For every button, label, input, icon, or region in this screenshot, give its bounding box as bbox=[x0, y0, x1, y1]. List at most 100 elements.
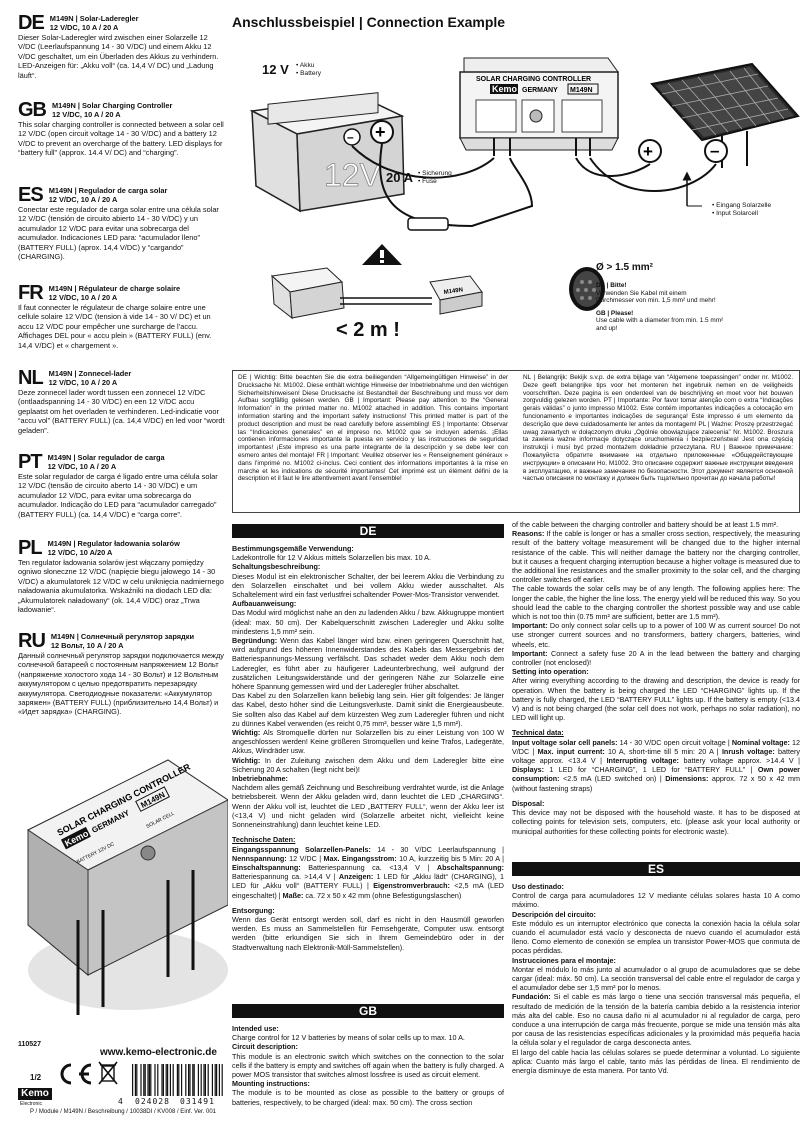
lang-body: Il faut connecter le régulateur de charg… bbox=[18, 303, 212, 350]
barcode-bar bbox=[200, 1064, 202, 1096]
barcode-bar bbox=[143, 1064, 145, 1096]
barcode-c: 031491 bbox=[180, 1097, 215, 1106]
lang-head1: M149N | Regulador de carga solar bbox=[48, 186, 168, 195]
lang-body: Conectar este regulador de carga solar e… bbox=[18, 205, 219, 262]
website-link[interactable]: www.kemo-electronic.de bbox=[100, 1047, 217, 1058]
barcode-bar bbox=[204, 1064, 206, 1096]
lang-head2: 12 V/DC, 10 A/20 A bbox=[47, 548, 113, 557]
barcode-bar bbox=[197, 1064, 199, 1096]
ce-mark-icon bbox=[60, 1063, 92, 1085]
label-diameter: Ø > 1.5 mm² bbox=[596, 262, 653, 273]
lang-code: PL bbox=[18, 537, 43, 559]
lang-head2: 12 V/DC, 10 A / 20 A bbox=[52, 110, 121, 119]
lang-head1: M149N | Régulateur de charge solaire bbox=[48, 284, 181, 293]
barcode-bar bbox=[169, 1064, 171, 1096]
barcode-bar bbox=[167, 1064, 169, 1096]
lang-body: Este solar regulador de carga é ligado e… bbox=[18, 472, 218, 519]
lang-head2: 12 V/DC, 10 A / 20 A bbox=[48, 195, 118, 204]
controller-drawing: SOLAR CHARGING CONTROLLER Kemo GERMANY M… bbox=[459, 57, 619, 156]
label-20a-sub1: • Sicherung bbox=[418, 170, 452, 177]
battery-drawing: 12V + – bbox=[249, 92, 405, 213]
barcode-bar bbox=[162, 1064, 164, 1096]
section-de-title: DE bbox=[349, 524, 387, 538]
lang-head2: 12 V/DC, 10 A / 20 A bbox=[47, 462, 117, 471]
notice-left: DE | Wichtig: Bitte beachten Sie die ext… bbox=[238, 374, 508, 483]
cable-note: DE | Bitte! Verwenden Sie Kabel mit eine… bbox=[596, 282, 726, 333]
label-12v: 12 V bbox=[262, 62, 289, 77]
section-gb: GB Intended use:Charge control for 12 V … bbox=[232, 1004, 504, 1107]
lang-ru: RU M149N | Солнечный регулятор зарядки 1… bbox=[18, 630, 226, 717]
lang-head1: M149N | Солнечный регулятор зарядки bbox=[50, 632, 194, 641]
lang-code: DE bbox=[18, 12, 45, 34]
barcode-bar bbox=[181, 1064, 183, 1096]
barcode-bar bbox=[172, 1064, 174, 1096]
barcode-bar bbox=[147, 1064, 149, 1096]
barcode-a: 4 bbox=[118, 1097, 124, 1106]
barcode-bar bbox=[178, 1064, 180, 1096]
device-model: M149N bbox=[570, 87, 593, 94]
de-bitte-text: Verwenden Sie Kabel mit einem Durchmesse… bbox=[596, 289, 716, 305]
section-es-title: ES bbox=[637, 862, 674, 876]
lang-head1: M149N | Zonnecel-lader bbox=[48, 369, 132, 378]
svg-text:–: – bbox=[347, 130, 354, 144]
section-de: DE Bestimmungsgemäße Verwendung:Ladekont… bbox=[232, 524, 504, 952]
label-solar-sub2: • Input Solarcell bbox=[712, 210, 758, 217]
lang-body: Ten regulator ładowania solarów jest włą… bbox=[18, 558, 224, 615]
label-solar-sub1: • Eingang Solarzelle bbox=[712, 202, 772, 209]
lang-head1: M149N | Regulator ładowania solarów bbox=[47, 539, 180, 548]
svg-text:–: – bbox=[710, 141, 719, 160]
lang-body: Данный солнечный регулятор зарядки подкл… bbox=[18, 651, 224, 717]
svg-text:+: + bbox=[375, 122, 386, 142]
label-max-length: < 2 m ! bbox=[336, 319, 400, 341]
doc-number: 110527 bbox=[18, 1041, 41, 1048]
lang-head2: 12 V/DC, 10 A / 20 A bbox=[49, 23, 119, 32]
barcode-bar bbox=[188, 1064, 190, 1096]
barcode-bar bbox=[165, 1064, 167, 1096]
label-20a: 20 A bbox=[386, 170, 413, 185]
lang-head2: 12 V/DC, 10 A / 20 A bbox=[48, 378, 118, 387]
mini-model: M149N bbox=[443, 287, 463, 296]
lang-code: PT bbox=[18, 451, 43, 473]
lang-code: RU bbox=[18, 630, 46, 652]
gb-please-text: Use cable with a diameter from min. 1.5 … bbox=[596, 317, 724, 332]
barcode-bar bbox=[154, 1064, 156, 1096]
barcode-bar bbox=[144, 1064, 146, 1096]
cable-cross-section-icon bbox=[569, 267, 605, 311]
barcode-bar bbox=[150, 1064, 152, 1096]
page-number: 1/2 bbox=[30, 1073, 42, 1082]
lang-code: GB bbox=[18, 99, 47, 121]
fuse-drawing bbox=[407, 217, 449, 231]
barcode-bar bbox=[221, 1064, 223, 1096]
connection-diagram: 12V + – SOLAR CHARGING CONTROLLER Kemo G… bbox=[249, 57, 800, 320]
solar-input-arrow-icon bbox=[682, 171, 702, 207]
barcode-bar bbox=[218, 1064, 220, 1096]
section-de-header: DE bbox=[232, 524, 504, 538]
barcode bbox=[132, 1064, 223, 1096]
lang-code: ES bbox=[18, 184, 44, 206]
lang-nl: NL M149N | Zonnecel-lader 12 V/DC, 10 A … bbox=[18, 368, 226, 435]
brand-sub: Electronic bbox=[20, 1101, 42, 1107]
lang-head1: M149N | Solar Charging Controller bbox=[52, 101, 173, 110]
barcode-bar bbox=[148, 1064, 150, 1096]
barcode-bar bbox=[185, 1064, 187, 1096]
barcode-bar bbox=[140, 1064, 142, 1096]
barcode-bar bbox=[192, 1064, 194, 1096]
svg-text:+: + bbox=[643, 142, 653, 161]
lang-head1: M149N | Solar-Laderegler bbox=[49, 14, 139, 23]
barcode-bar bbox=[214, 1064, 216, 1096]
lang-code: FR bbox=[18, 282, 44, 304]
barcode-bar bbox=[203, 1064, 205, 1096]
barcode-bar bbox=[216, 1064, 218, 1096]
notice-right: NL | Belangrijk: Bekijk s.v.p. de extra … bbox=[523, 374, 793, 483]
section-de-body: Bestimmungsgemäße Verwendung:Ladekontrol… bbox=[232, 544, 505, 952]
lang-es: ES M149N | Regulador de carga solar 12 V… bbox=[18, 184, 226, 262]
important-notice-box: DE | Wichtig: Bitte beachten Sie die ext… bbox=[232, 370, 800, 513]
lang-de: DE M149N | Solar-Laderegler 12 V/DC, 10 … bbox=[18, 12, 226, 80]
barcode-bar bbox=[132, 1064, 134, 1096]
section-es: ES Uso destinado:Control de carga para a… bbox=[512, 862, 800, 1075]
lang-pl: PL M149N | Regulator ładowania solarów 1… bbox=[18, 537, 226, 615]
lang-body: Dieser Solar-Laderegler wird zwischen ei… bbox=[18, 33, 219, 80]
section-es-header: ES bbox=[512, 862, 800, 876]
section-gb-continued: of the cable between the charging contro… bbox=[512, 520, 801, 836]
section-gb-title: GB bbox=[349, 1004, 387, 1018]
